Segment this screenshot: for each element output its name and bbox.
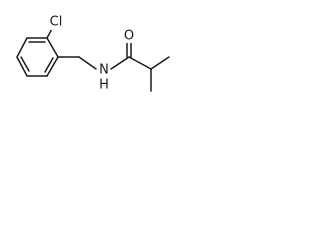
- ring-double-bond-2: [44, 57, 54, 73]
- nitrogen-to-carbonyl-bond: [110, 56, 130, 70]
- hydrogen-atom-label: H: [99, 78, 109, 93]
- bonds: [16, 26, 170, 92]
- nitrogen-label-bg: [98, 63, 110, 78]
- ring-double-bond-3: [20, 56, 30, 72]
- oxygen-atom-label: O: [124, 29, 134, 44]
- ring-bond-5: [16, 56, 28, 77]
- oxygen-label-bg: [123, 28, 135, 43]
- chlorine-atom-label: Cl: [50, 15, 63, 30]
- hydrogen-label-bg: [98, 78, 110, 92]
- ch2-to-nitrogen-bond: [78, 56, 97, 70]
- ring-bond-3: [46, 56, 59, 77]
- ring-bond-6: [16, 37, 28, 58]
- carbonyl-to-isopropyl-bond: [128, 56, 152, 70]
- atom-labels: Cl N H O: [47, 14, 135, 93]
- ring-bond-2: [46, 37, 59, 58]
- isopropyl-upper-bond: [150, 56, 170, 70]
- chlorine-label-bg: [47, 14, 65, 30]
- nitrogen-atom-label: N: [99, 63, 109, 78]
- molecule-structure: Cl N H O: [16, 14, 170, 93]
